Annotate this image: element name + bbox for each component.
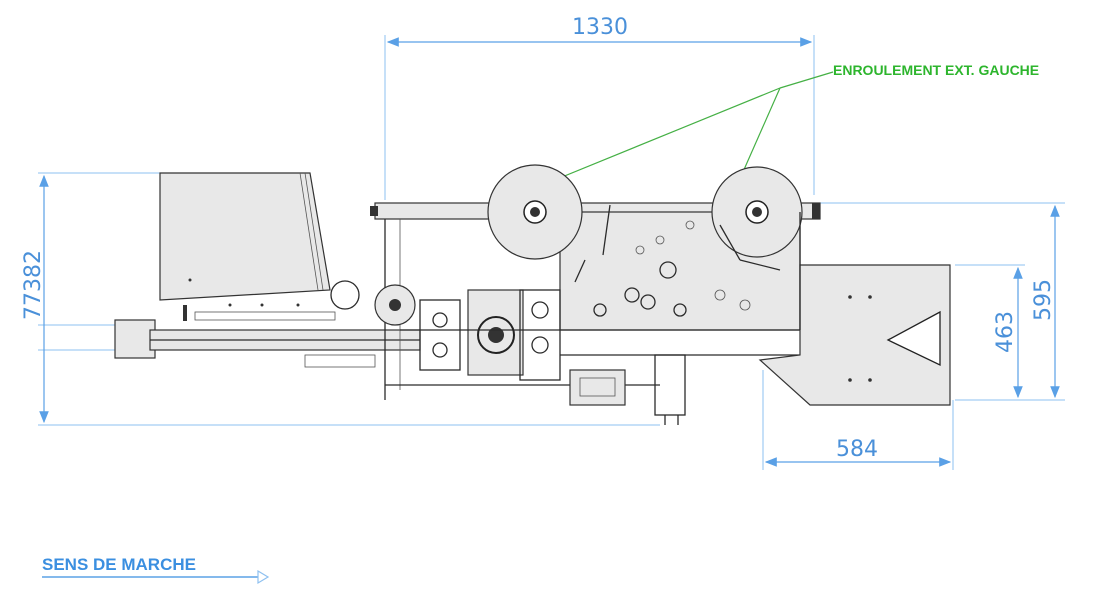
- dimension-1330: 1330: [384, 15, 815, 200]
- winding-label-group: ENROULEMENT EXT. GAUCHE: [538, 62, 1039, 192]
- dimension-463: 463: [955, 264, 1025, 399]
- outlet-arrow-cutout: [886, 310, 941, 367]
- dimension-584: 584: [762, 370, 954, 470]
- dimension-595: 595: [820, 202, 1065, 401]
- dimension-left: 77382: [21, 172, 660, 426]
- dimension-584-text: 584: [836, 437, 878, 462]
- control-box: [569, 369, 626, 406]
- direction-indicator: SENS DE MARCHE: [42, 555, 270, 585]
- infeed-block: [114, 319, 156, 359]
- outlet-tray: [758, 264, 951, 406]
- dimension-1330-text: 1330: [572, 15, 628, 40]
- dimension-595-text: 595: [1031, 279, 1056, 321]
- hopper-hood: [159, 172, 331, 301]
- dimension-463-text: 463: [993, 311, 1018, 353]
- dimension-left-text: 77382: [21, 250, 46, 320]
- direction-label: SENS DE MARCHE: [42, 555, 196, 574]
- machine-drawing: [114, 164, 951, 425]
- winding-label: ENROULEMENT EXT. GAUCHE: [833, 62, 1039, 78]
- direction-arrow-icon: [257, 569, 270, 585]
